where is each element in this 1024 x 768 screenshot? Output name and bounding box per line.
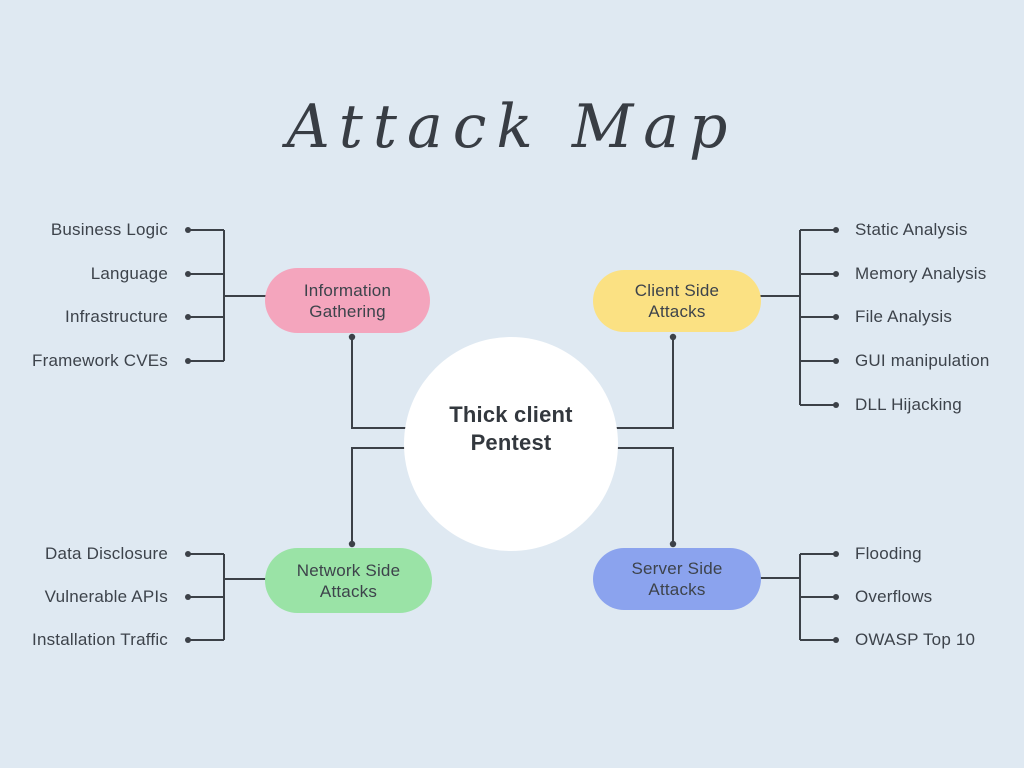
node-label-line: Gathering: [309, 301, 386, 321]
center-node-circle: [404, 337, 618, 551]
leaf-framework-cves: Framework CVEs: [32, 351, 168, 370]
center-node-label: Thick client Pentest: [403, 401, 619, 457]
network-side-leaf-connectors: [185, 551, 266, 643]
node-label-line: Attacks: [319, 581, 378, 601]
node-label-line: Server Side: [631, 559, 723, 578]
client-side-leaf-connectors: [760, 227, 839, 408]
leaf-business-logic: Business Logic: [50, 220, 168, 239]
leaf-overflows: Overflows: [855, 587, 933, 606]
information-gathering-leaf-connectors: [185, 227, 266, 364]
leaf-language: Language: [90, 264, 168, 283]
node-label-line: Attacks: [648, 580, 706, 599]
leaf-flooding: Flooding: [855, 544, 922, 563]
leaf-gui-manipulation: GUI manipulation: [855, 351, 990, 370]
server-side-leaf-connectors: [760, 551, 839, 643]
leaf-static-analysis: Static Analysis: [855, 220, 968, 239]
node-label-line: Network Side: [296, 560, 401, 580]
node-network-side-attacks: Network Side Attacks: [265, 548, 432, 613]
node-label-line: Information: [303, 280, 392, 300]
node-client-side-attacks: Client Side Attacks: [593, 270, 761, 332]
leaf-installation-traffic: Installation Traffic: [32, 630, 168, 649]
center-node-line1: Thick client: [449, 402, 573, 427]
leaf-memory-analysis: Memory Analysis: [855, 264, 987, 283]
leaf-infrastructure: Infrastructure: [65, 307, 168, 326]
center-node-line2: Pentest: [470, 430, 552, 455]
leaf-vulnerable-apis: Vulnerable APIs: [44, 587, 168, 606]
leaf-dll-hijacking: DLL Hijacking: [855, 395, 962, 414]
node-label-line: Client Side: [634, 281, 720, 300]
leaf-file-analysis: File Analysis: [855, 307, 953, 326]
leaf-owasp-top-10: OWASP Top 10: [855, 630, 976, 649]
page-title: Attack Map: [286, 92, 738, 162]
node-information-gathering: Information Gathering: [265, 268, 430, 333]
leaf-data-disclosure: Data Disclosure: [45, 544, 168, 563]
node-label-line: Attacks: [648, 302, 706, 321]
node-server-side-attacks: Server Side Attacks: [593, 548, 761, 610]
